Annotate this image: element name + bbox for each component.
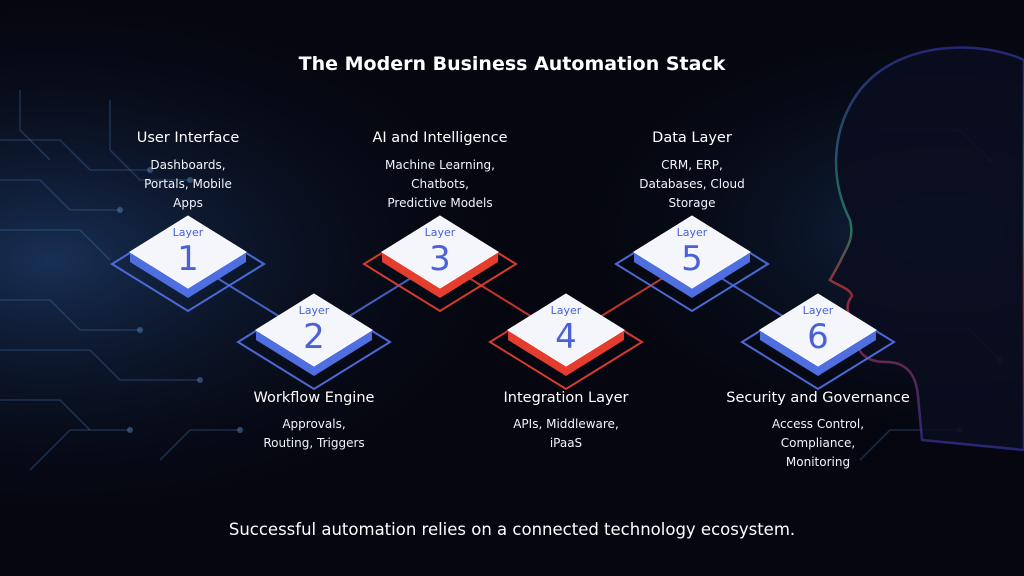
layer-5-word: Layer (677, 226, 708, 239)
layer-4-description: APIs, Middleware, iPaaS (486, 415, 646, 453)
layer-6-word: Layer (803, 304, 834, 317)
layer-1-slab (130, 252, 246, 298)
layer-5-description-line: CRM, ERP, (661, 158, 723, 172)
layer-1-word: Layer (173, 226, 204, 239)
layer-2-description: Approvals, Routing, Triggers (234, 415, 394, 453)
layer-5-description-line: Storage (668, 196, 716, 210)
layer-3-title: AI and Intelligence (372, 130, 508, 146)
layer-1-title: User Interface (136, 130, 240, 146)
layer-4-word: Layer (551, 304, 582, 317)
layer-4-slab (508, 330, 624, 376)
layer-6-face (759, 293, 877, 367)
layer-5-title: Data Layer (652, 130, 732, 146)
page-title: The Modern Business Automation Stack (298, 53, 726, 75)
layer-4-face (507, 293, 625, 367)
layer-1-face (129, 215, 247, 289)
layer-2-slab (256, 330, 372, 376)
layer-6-description: Access Control, Compliance, Monitoring (738, 415, 898, 472)
layer-3-word: Layer (425, 226, 456, 239)
layer-2-description-line: Routing, Triggers (263, 436, 365, 450)
layer-3-face (381, 215, 499, 289)
layer-3-description-line: Chatbots, (411, 177, 469, 191)
layer-5-slab (634, 252, 750, 298)
layer-1-number: 1 (177, 239, 199, 279)
layer-1-description-line: Dashboards, (150, 158, 226, 172)
layer-3-number: 3 (429, 239, 451, 279)
layer-4-description-line: iPaaS (549, 436, 583, 450)
layer-5-face (633, 215, 751, 289)
layer-1-description-line: Apps (173, 196, 203, 210)
layer-6-description-line: Monitoring (785, 455, 851, 469)
layer-2-face (255, 293, 373, 367)
layer-1-description-line: Portals, Mobile (144, 177, 232, 191)
layer-3-slab (382, 252, 498, 298)
layer-3-description: Machine Learning, Chatbots, Predictive Mod… (360, 156, 520, 213)
layer-6-title: Security and Governance (726, 390, 910, 406)
layer-2-number: 2 (303, 317, 325, 357)
head-silhouette (828, 46, 1024, 452)
layer-6-slab (760, 330, 876, 376)
layer-2-title: Workflow Engine (253, 390, 375, 406)
layer-6-description-line: Access Control, (771, 417, 865, 431)
layer-6-description-line: Compliance, (780, 436, 856, 450)
layer-4-description-line: APIs, Middleware, (513, 417, 619, 431)
layer-4-number: 4 (555, 317, 577, 357)
footer-caption: Successful automation relies on a connec… (228, 520, 796, 539)
layer-3-description-line: Predictive Models (387, 196, 493, 210)
layer-4-title: Integration Layer (503, 390, 629, 406)
layer-6-number: 6 (807, 317, 829, 357)
layer-5-number: 5 (681, 239, 703, 279)
layer-3-description-line: Machine Learning, (385, 158, 495, 172)
layer-2-word: Layer (299, 304, 330, 317)
layer-2-description-line: Approvals, (282, 417, 346, 431)
layer-5-description-line: Databases, Cloud (639, 177, 745, 191)
